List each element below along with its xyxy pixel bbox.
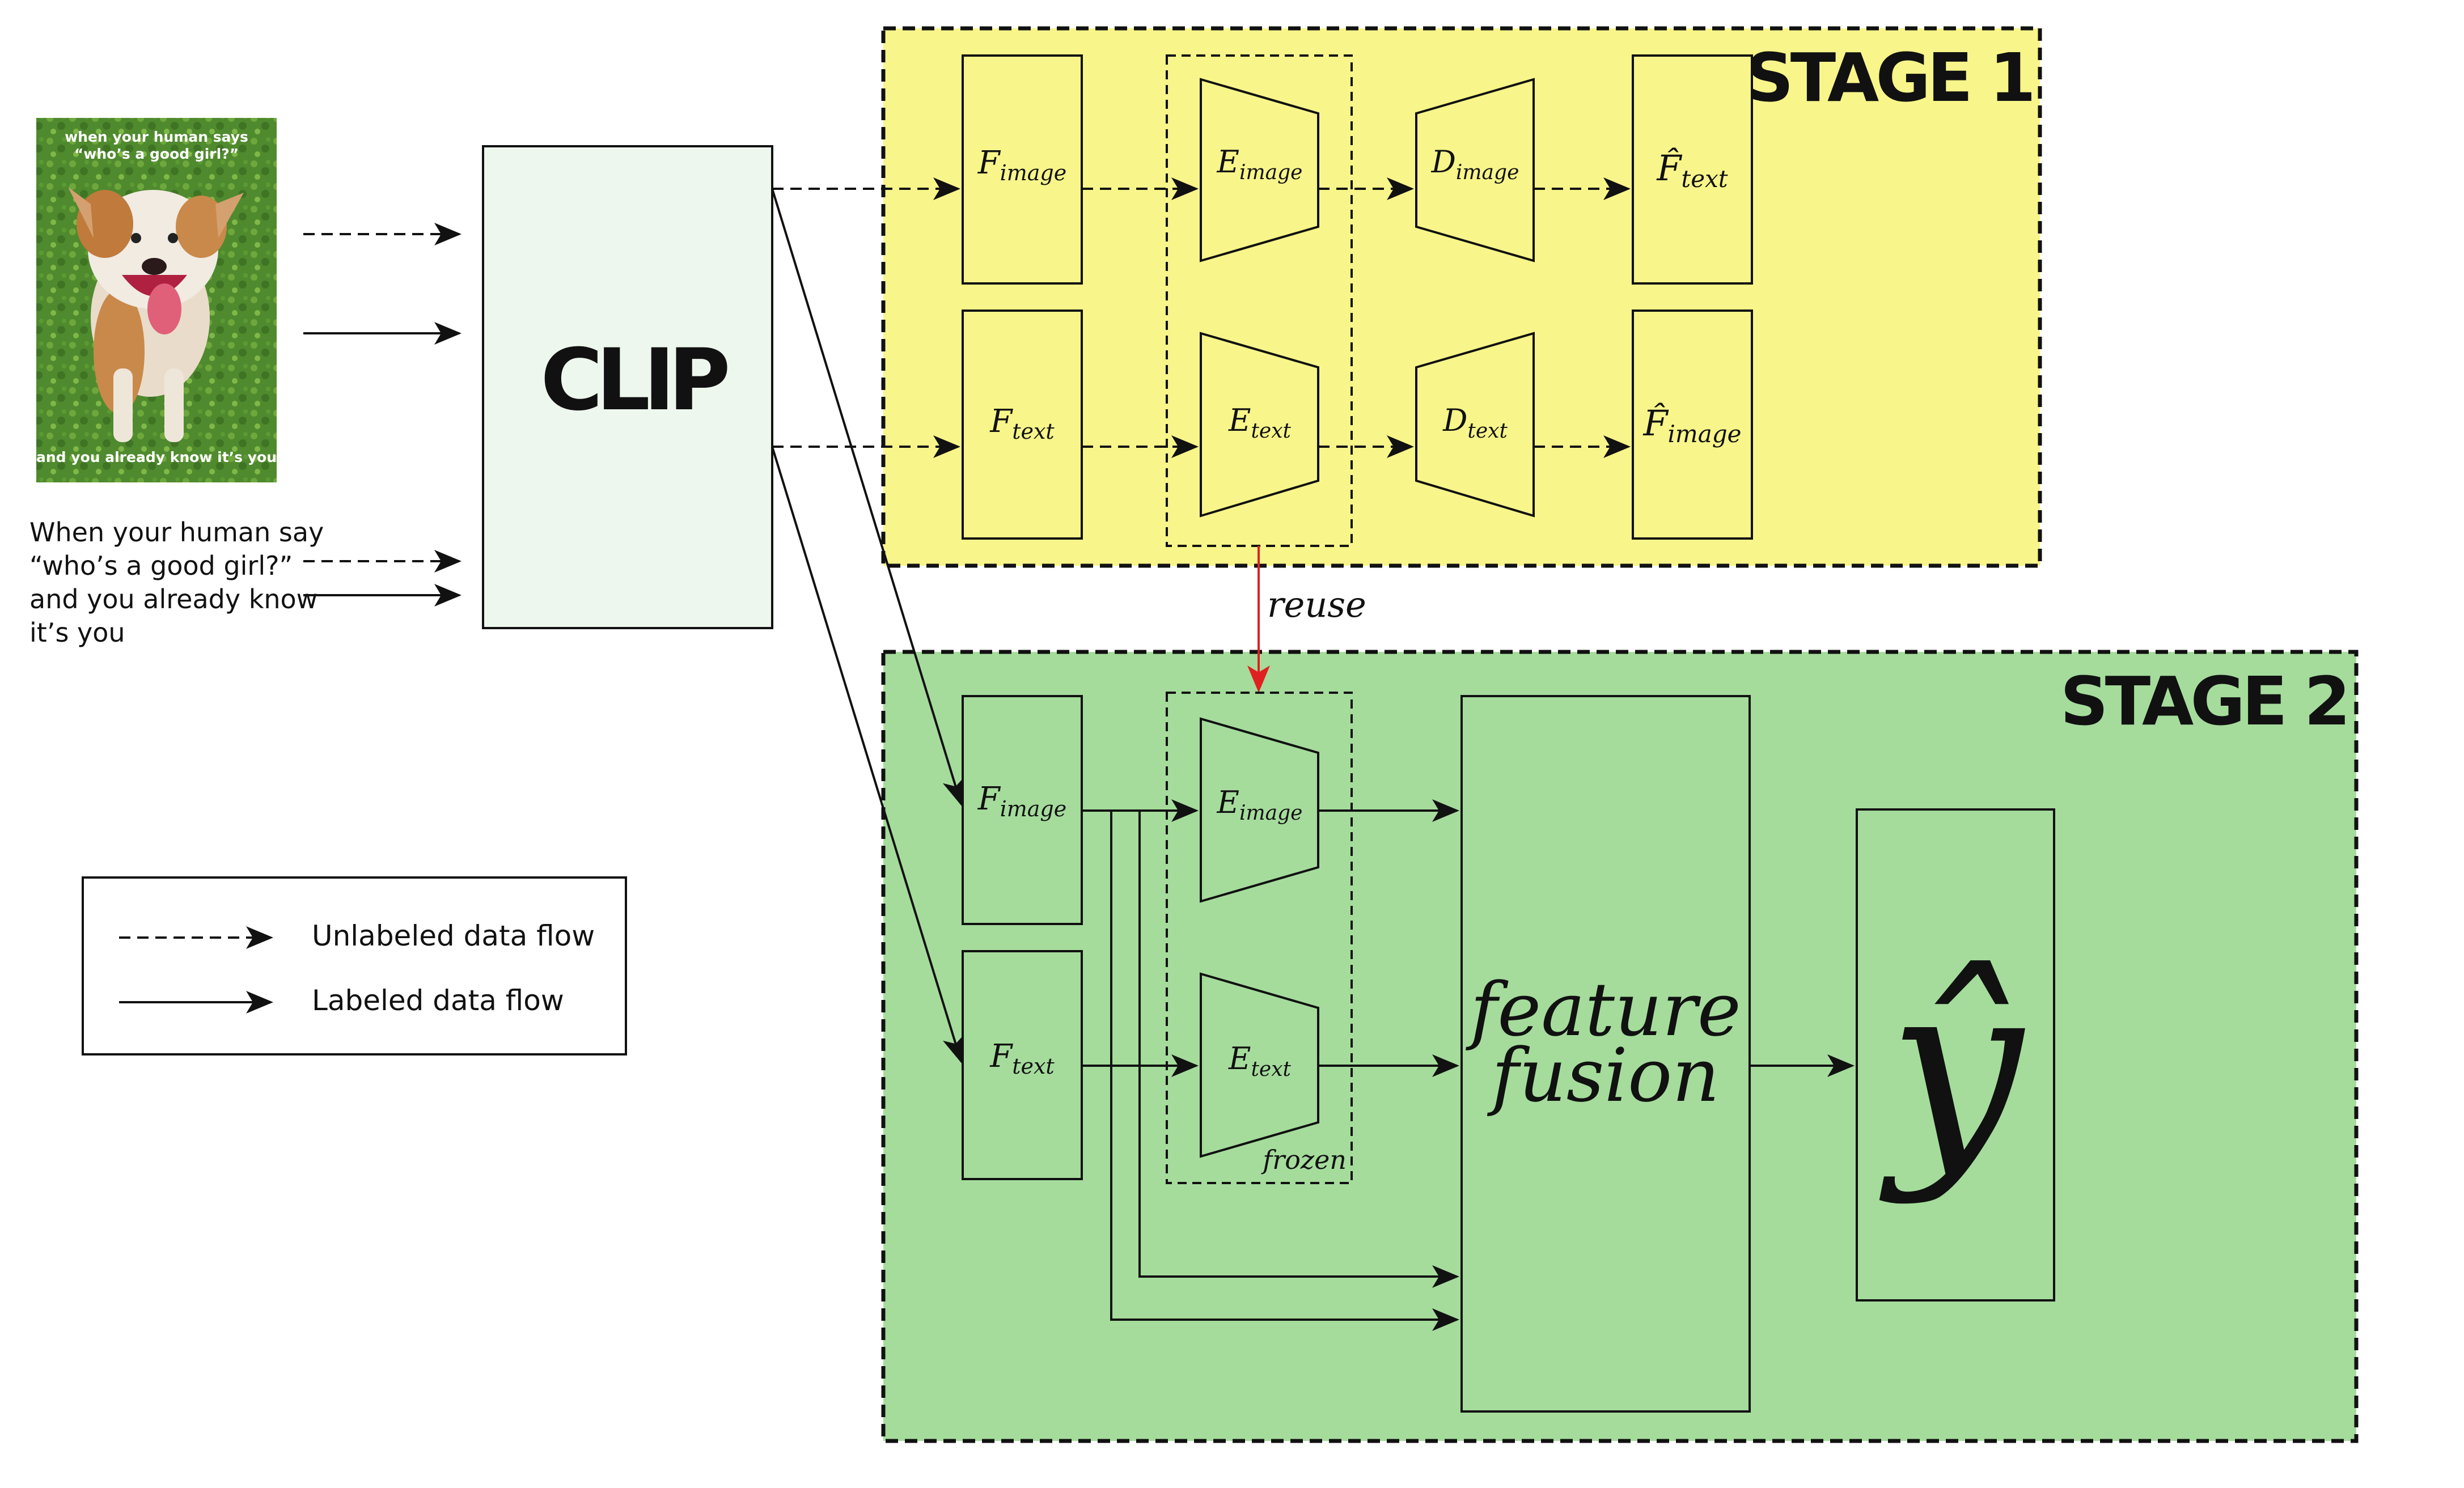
s1-etext-label: Etext xyxy=(1228,402,1291,443)
clip-to-s2-fimage-arrow xyxy=(771,188,965,806)
feature-fusion-line2: fusion xyxy=(1487,1032,1720,1118)
s2-ftext-label: Ftext xyxy=(989,1038,1055,1079)
legend-labeled-label: Labeled data flow xyxy=(312,984,564,1017)
s1-dimage-trapezoid xyxy=(1415,78,1535,262)
s1-fimage-label: Fimage xyxy=(977,145,1067,185)
clip-label: CLIP xyxy=(540,331,727,430)
clip-box xyxy=(482,145,773,629)
caption-line-4: it’s you xyxy=(29,617,125,648)
s1-fimage-box xyxy=(962,54,1083,285)
s1-dtext-label: Dtext xyxy=(1442,402,1508,443)
reuse-label: reuse xyxy=(1267,584,1366,625)
meme-image: when your human says “who’s a good girl?… xyxy=(36,118,277,482)
caption-line-2: “who’s a good girl?” xyxy=(29,550,293,581)
s2-frozen-encoder-group xyxy=(1166,692,1353,1184)
output-y-hat: ŷ xyxy=(1877,930,2026,1207)
meme-top-text-1: when your human says xyxy=(65,129,248,145)
s2-etext-trapezoid xyxy=(1200,972,1319,1158)
s1-fhat-text-box xyxy=(1632,54,1753,285)
s1-fhat-image-label: F̂image xyxy=(1642,402,1741,448)
s1-fhat-text-label: F̂text xyxy=(1656,147,1728,193)
s2-eimage-label: Eimage xyxy=(1217,785,1303,825)
feature-fusion-box xyxy=(1460,695,1751,1413)
s1-eimage-label: Eimage xyxy=(1217,144,1303,184)
s1-fhat-image-box xyxy=(1632,310,1753,540)
s2-eimage-trapezoid xyxy=(1200,717,1319,903)
legend-unlabeled-label: Unlabeled data flow xyxy=(312,919,595,952)
meme-top-text-2: “who’s a good girl?” xyxy=(74,146,239,162)
s2-etext-label: Etext xyxy=(1228,1041,1291,1081)
clip-to-s2-ftext-arrow xyxy=(771,446,965,1063)
s1-etext-trapezoid xyxy=(1200,332,1319,518)
s2-fimage-skip-arrow-2 xyxy=(1110,811,1459,1331)
legend-box xyxy=(82,876,627,1055)
s1-ftext-label: Ftext xyxy=(989,403,1055,444)
s1-dtext-trapezoid xyxy=(1415,332,1535,518)
stage2-title: STAGE 2 xyxy=(2060,662,2347,740)
stage1-title: STAGE 1 xyxy=(1746,39,2033,117)
frozen-label: frozen xyxy=(1261,1144,1347,1175)
caption-line-1: When your human say xyxy=(29,517,324,548)
s1-eimage-trapezoid xyxy=(1200,78,1319,262)
s2-fimage-box xyxy=(962,695,1083,925)
caption-line-3: and you already know xyxy=(29,584,317,614)
output-box xyxy=(1856,808,2055,1302)
meme-bottom-text: and you already know it’s you xyxy=(36,449,277,465)
feature-fusion-line1: feature xyxy=(1466,966,1741,1053)
s1-dimage-label: Dimage xyxy=(1431,144,1519,184)
s2-fimage-skip-arrow xyxy=(1138,811,1459,1288)
s1-ftext-box xyxy=(962,310,1083,540)
s2-fimage-label: Fimage xyxy=(977,781,1067,821)
